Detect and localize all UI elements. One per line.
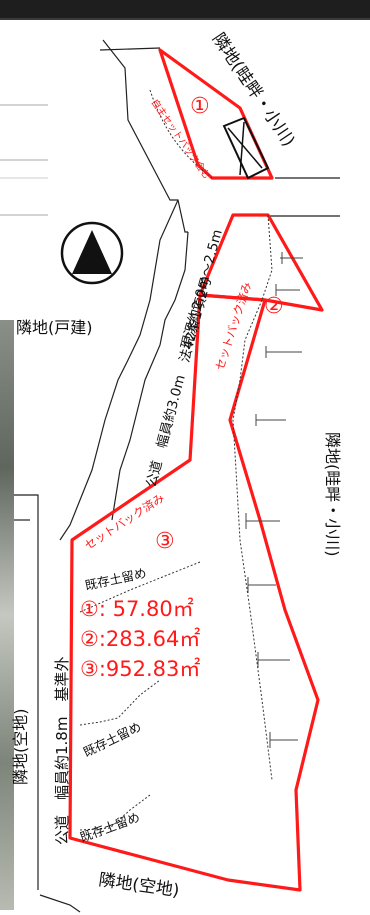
label-retaining-3: 既存土留め <box>78 809 142 844</box>
plot-2-id: ② <box>264 294 284 319</box>
north-arrow-icon <box>60 221 124 285</box>
plot-3-id: ③ <box>155 529 175 554</box>
plot-1-outline <box>158 48 274 180</box>
label-east-neighbor: 隣地(畦畔・小川) <box>323 432 342 557</box>
label-road-main-2: 現況約2.0m〜2.5m <box>178 228 225 351</box>
slope-marks <box>245 252 303 748</box>
left-photo-strip <box>0 320 14 910</box>
area-plot-2: ②:283.64㎡ <box>80 627 200 651</box>
top-frame <box>0 0 370 18</box>
dashed-retaining-lines <box>79 214 273 831</box>
label-retaining-2: 既存土留め <box>81 719 144 760</box>
label-west-house: 隣地(戸建) <box>16 318 93 337</box>
area-plot-3: ③:952.83㎡ <box>80 657 200 681</box>
plot-3-outline <box>68 293 320 892</box>
label-road-west: 公道 幅員約1.8m 基準外 <box>53 657 71 845</box>
label-south-vacant: 隣地(空地) <box>97 870 180 901</box>
area-plot-1: ①: 57.80㎡ <box>80 597 194 621</box>
label-north-neighbor: 隣地(畦畔・小川) <box>208 30 299 151</box>
label-west-vacant: 隣地(空地) <box>11 709 30 786</box>
plot-1-id: ① <box>190 94 210 119</box>
left-document-fragment <box>0 20 50 320</box>
label-retaining-1: 既存土留め <box>84 565 148 593</box>
plot-outlines <box>68 48 324 892</box>
shed-structure <box>222 116 270 180</box>
road-lines <box>14 39 340 913</box>
